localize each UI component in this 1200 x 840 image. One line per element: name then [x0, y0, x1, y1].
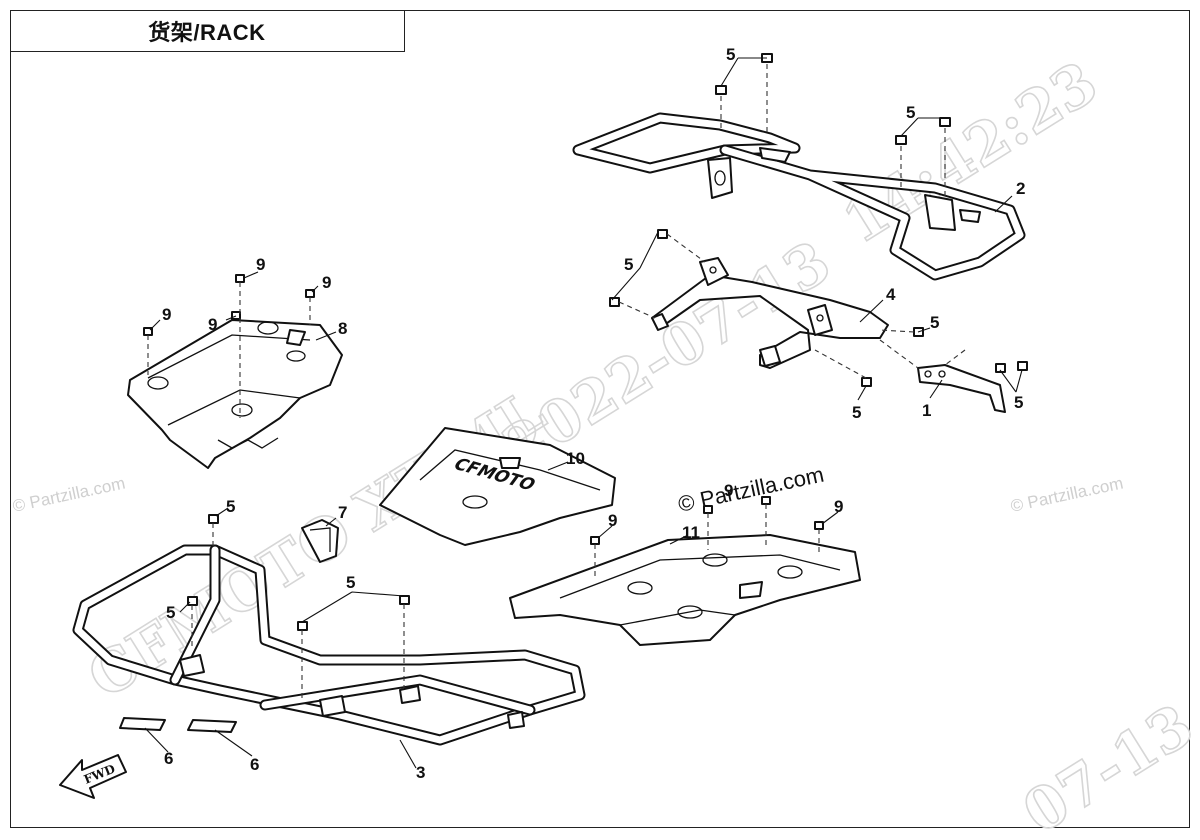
- callout-5-support-right: 5: [930, 313, 939, 332]
- pads: [119, 717, 237, 733]
- title-box: 货架/RACK: [10, 10, 405, 52]
- callout-5-bracket: 5: [1014, 393, 1023, 412]
- front-rack-bolts: [187, 514, 410, 700]
- watermark-site-main: © Partzilla.com: [676, 462, 826, 517]
- callout-5-rear-rack-right: 5: [906, 103, 915, 122]
- callout-6-right: 6: [250, 755, 259, 774]
- callout-9-panel-mid: 9: [724, 481, 733, 500]
- callout-9-panel-left: 9: [608, 511, 617, 530]
- small-bracket: [879, 339, 1028, 413]
- rear-rack-frame: [572, 112, 1026, 281]
- callout-9-panel-right: 9: [834, 497, 843, 516]
- callout-5-front-rack-top: 5: [226, 497, 235, 516]
- front-panel-bolts: [590, 496, 824, 578]
- callout-1: 1: [922, 401, 931, 420]
- callout-9-rear-cover-mid: 9: [208, 315, 217, 334]
- callout-5-rear-rack-left: 5: [726, 45, 735, 64]
- rear-cover: [127, 319, 343, 469]
- fwd-arrow: FWD: [59, 754, 127, 799]
- callout-3: 3: [416, 763, 425, 782]
- callout-11: 11: [682, 523, 700, 542]
- leader-lines: [144, 195, 1013, 769]
- watermark-time: 14:42:23: [831, 48, 1109, 257]
- callout-6-left: 6: [164, 749, 173, 768]
- callout-labels: 2 5 5 4 5 5 5 1 5 9 9 9 9 8 10 7 11 9 9 …: [162, 45, 1025, 782]
- watermark-site-right: © Partzilla.com: [1009, 474, 1125, 516]
- rear-support-bracket: [651, 257, 889, 369]
- callout-5-support-bottom: 5: [852, 403, 861, 422]
- diagram-title: 货架/RACK: [148, 19, 266, 45]
- rear-support-bolts: [609, 229, 924, 387]
- callout-4: 4: [886, 285, 896, 304]
- callout-5-front-rack-left: 5: [166, 603, 175, 622]
- clip: [301, 519, 339, 563]
- rear-rack-bolts: [715, 53, 951, 200]
- diagram-frame: [10, 10, 1190, 828]
- callout-9-rear-cover-left: 9: [162, 305, 171, 324]
- front-cover: CFMOTO: [379, 427, 616, 546]
- callout-5-support-left: 5: [624, 255, 633, 274]
- callout-9-rear-cover-right: 9: [322, 273, 331, 292]
- callout-10: 10: [566, 449, 585, 468]
- callout-2: 2: [1016, 179, 1025, 198]
- callout-8: 8: [338, 319, 347, 338]
- rear-cover-bolts: [143, 274, 315, 418]
- callout-5-front-rack-mid: 5: [346, 573, 355, 592]
- front-panel: [509, 534, 861, 646]
- watermark-site-left: © Partzilla.com: [11, 474, 127, 516]
- front-rack-frame: [72, 544, 586, 746]
- watermark-corner: 07-13: [1011, 691, 1200, 840]
- callout-9-rear-cover-top: 9: [256, 255, 265, 274]
- callout-7: 7: [338, 503, 347, 522]
